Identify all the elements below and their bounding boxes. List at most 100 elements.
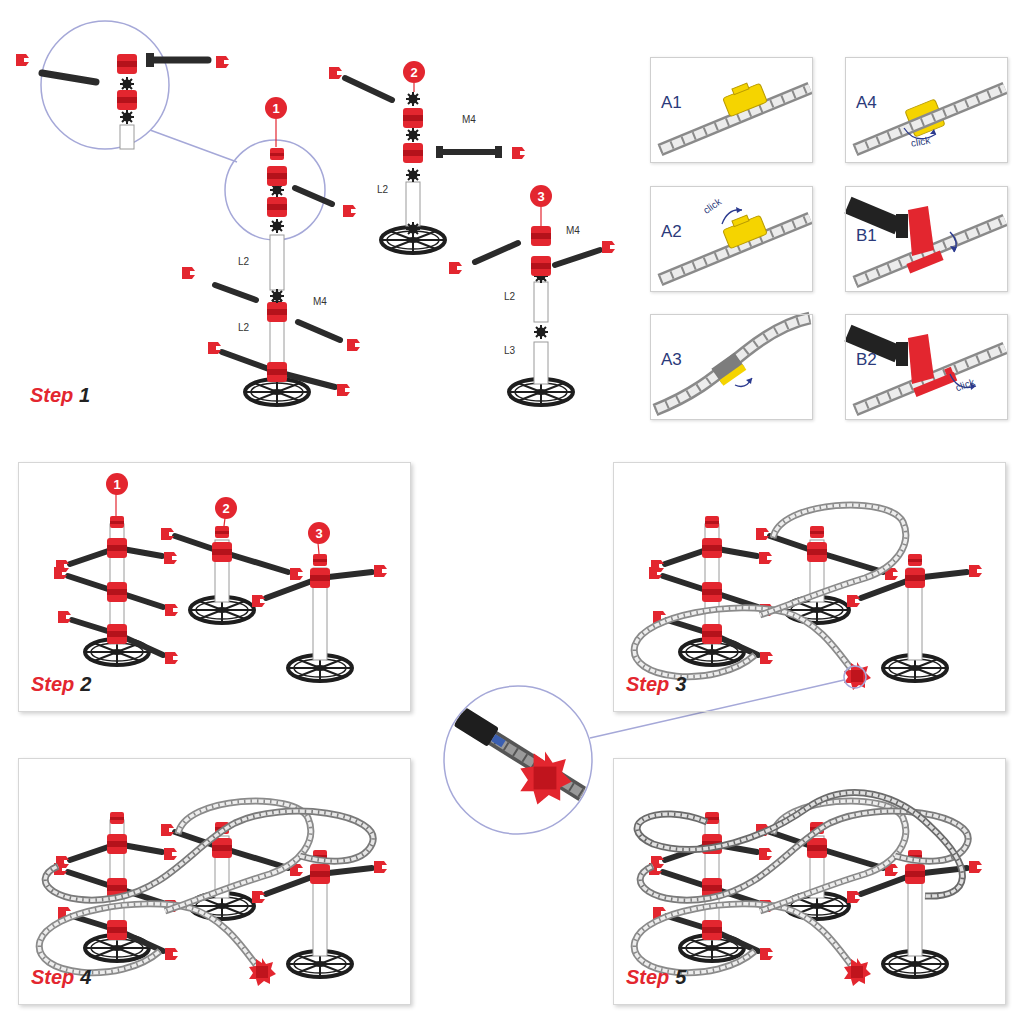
callout-number: 1 [106, 473, 128, 495]
step1-magnifier [120, 77, 134, 91]
step1-tower-2 [406, 128, 420, 142]
detail-a3 [655, 318, 810, 410]
detail-b1 [906, 251, 943, 274]
detail-a4 [930, 129, 936, 134]
step1-tower-1 [270, 235, 284, 290]
step-caption: Step3 [626, 673, 686, 696]
step-number: 4 [80, 966, 91, 988]
step5-model [640, 811, 968, 900]
step1-magnifier [117, 90, 137, 110]
step2-towers [116, 494, 319, 554]
step4-model [249, 958, 276, 986]
step1-tower-3 [534, 282, 548, 322]
step1-tower-2 [329, 67, 525, 253]
step1-tower-2 [329, 67, 342, 79]
callout-text: 3 [315, 527, 322, 540]
end-magnifier [440, 705, 600, 805]
callout-number: 3 [530, 185, 552, 207]
end-magnifier [491, 734, 505, 747]
step1-tower-1 [267, 166, 287, 186]
detail-a2 [660, 207, 810, 280]
detail-b2 [896, 342, 908, 366]
part-size-label: M4 [462, 114, 476, 125]
step-caption: Step 4 [31, 966, 91, 989]
detail-a2 [722, 210, 742, 224]
detail-b2 [908, 334, 934, 384]
step1-tower-3 [531, 226, 551, 246]
step4-model [39, 801, 387, 986]
step1-tower-2 [436, 146, 443, 158]
step1-magnifier [150, 130, 237, 162]
callout-text: 1 [113, 478, 120, 491]
step1-tower-2 [495, 146, 502, 158]
detail-a2 [723, 215, 768, 249]
detail-b1 [896, 214, 908, 238]
detail-b1 [950, 232, 956, 252]
step1-tower-1 [267, 302, 287, 322]
detail-panel: A1 [650, 57, 813, 163]
detail-a3 [655, 318, 810, 410]
callout-text: 3 [537, 190, 544, 203]
detail-a3 [655, 318, 810, 410]
step1-tower-1 [270, 148, 284, 160]
panel-label: A4 [856, 94, 877, 112]
detail-b1 [848, 205, 898, 226]
detail-a4 [855, 88, 1005, 150]
step2-towers [224, 518, 225, 526]
end-magnifier [440, 705, 600, 805]
step-caption: Step2 [31, 673, 91, 696]
step-number: 2 [80, 673, 91, 695]
step2-towers [54, 494, 387, 681]
step-caption: Step5 [626, 966, 686, 989]
detail-b2 [944, 367, 955, 381]
step1-tower-2 [512, 147, 525, 159]
click-note: click [701, 196, 723, 216]
detail-a2 [736, 207, 742, 213]
detail-b1 [848, 205, 1005, 282]
detail-panel: A2click [650, 186, 813, 292]
part-size-label: M4 [313, 296, 327, 307]
panel-label: B1 [856, 227, 877, 245]
step1-tower-3 [602, 241, 615, 253]
detail-panel: A3 [650, 314, 813, 420]
step1-tower-1 [215, 188, 340, 387]
panel-label: B2 [856, 351, 877, 369]
step5-model [634, 793, 982, 986]
step1-magnifier [120, 125, 134, 149]
step1-tower-3 [449, 262, 462, 274]
detail-a4 [855, 88, 1005, 150]
step-word: Step [31, 966, 74, 988]
step1-magnifier [146, 53, 154, 67]
step1-tower-3 [449, 207, 615, 405]
part-size-label: L3 [504, 345, 515, 356]
end-magnifier [454, 707, 510, 753]
detail-panel: B2click [845, 314, 1008, 420]
detail-b1 [950, 246, 957, 252]
step1-tower-2 [413, 83, 414, 92]
step1-magnifier [42, 73, 96, 82]
step-panel: Step3 [613, 462, 1006, 712]
end-magnifier [440, 705, 600, 805]
callout-text: 1 [272, 102, 279, 115]
step1-tower-1 [347, 339, 360, 351]
detail-b1 [906, 251, 943, 274]
step1-magnifier [152, 57, 208, 64]
detail-a1 [660, 79, 810, 150]
step2-towers [318, 543, 319, 554]
step1-tower-2 [403, 108, 423, 128]
step1-magnifier [16, 21, 325, 240]
step-panel: Step 4 [18, 758, 411, 1005]
step1-tower-2 [440, 149, 498, 155]
detail-a1 [732, 83, 749, 95]
end-magnifier [844, 666, 866, 688]
step1-tower-2 [406, 92, 420, 106]
step3-model [760, 505, 906, 615]
step1-magnifier [120, 110, 134, 124]
step1-tower-1 [295, 188, 332, 204]
step1-tower-1 [245, 379, 309, 405]
step1-magnifier [16, 54, 29, 66]
step1-tower-1 [270, 318, 284, 366]
detail-a3 [655, 318, 810, 410]
